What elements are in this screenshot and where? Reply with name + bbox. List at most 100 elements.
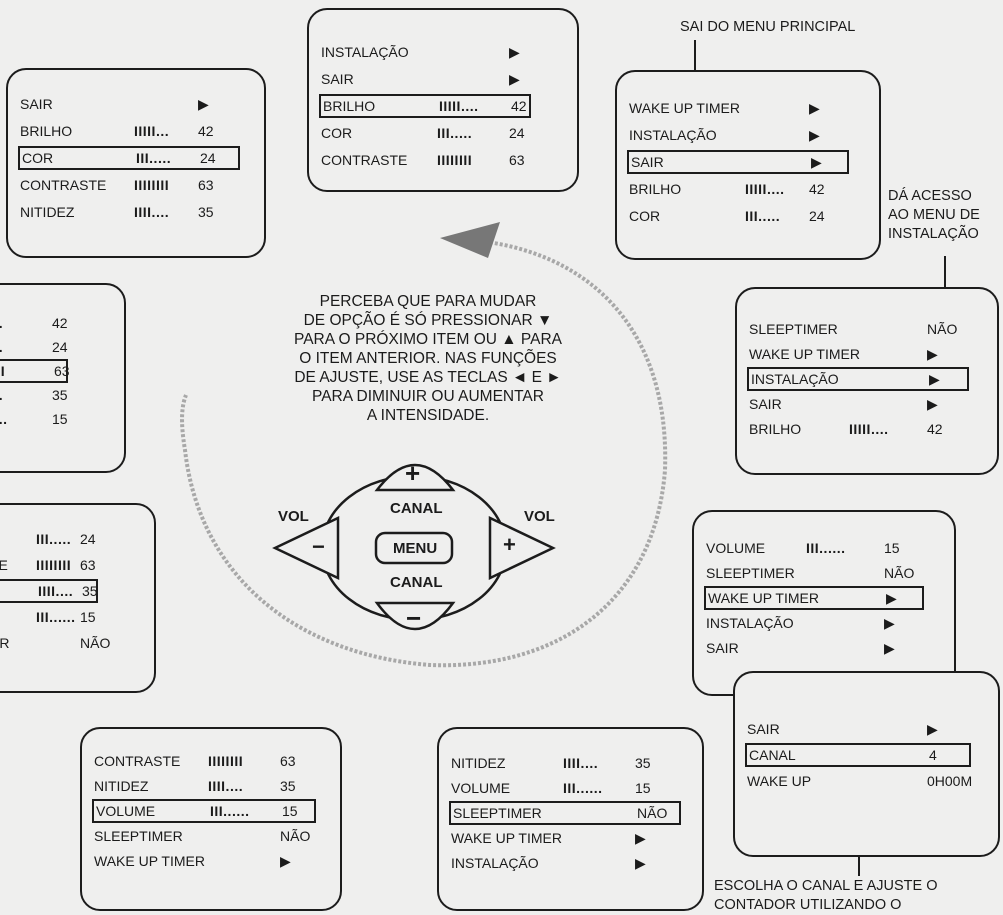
menu-item-selected[interactable]: SAIR▶: [627, 150, 849, 174]
menu-item-label: COR: [629, 208, 661, 224]
level-bar: III......: [36, 609, 76, 625]
menu-item[interactable]: III......15: [0, 605, 98, 629]
menu-item[interactable]: SLEEPTIMER NÃO: [704, 561, 924, 585]
menu-item-label: SAIR: [321, 71, 354, 87]
menu-item[interactable]: INSTALAÇÃO▶: [449, 851, 681, 875]
menu-item-value: ▶: [635, 830, 646, 846]
menu-item-label: SAIR: [747, 721, 780, 737]
menu-item-value: ▶: [809, 100, 820, 116]
menu-item[interactable]: SAIR▶: [747, 392, 969, 416]
menu-item[interactable]: SAIR▶: [704, 636, 924, 660]
level-bar: IIIII...: [0, 311, 3, 335]
menu-item-value: NÃO: [884, 565, 915, 581]
menu-item-label: INSTALAÇÃO: [629, 127, 717, 143]
level-bar: IIII....: [38, 583, 74, 599]
menu-item[interactable]: WAKE UP TIMER▶: [747, 342, 969, 366]
menu-item[interactable]: WAKE UP TIMER▶: [92, 849, 316, 873]
menu-item-value: 24: [80, 531, 96, 547]
right-note-line: DÁ ACESSO: [888, 188, 972, 204]
menu-item[interactable]: IIII....35: [0, 383, 68, 407]
level-bar: III.....: [36, 531, 72, 547]
level-bar: IIIIIIII: [0, 363, 6, 379]
menu-item[interactable]: WAKE UP TIMER▶: [449, 826, 681, 850]
menu-item[interactable]: SAIR▶: [319, 67, 531, 91]
menu-item[interactable]: WAKE UP TIMER ▶: [627, 96, 849, 120]
menu-item[interactable]: IIIII...42: [0, 311, 68, 335]
menu-item[interactable]: III...... 15: [0, 407, 68, 431]
vol-right-plus[interactable]: +: [503, 532, 516, 557]
menu-item-label: BRILHO: [323, 98, 376, 114]
vol-left-shape: [272, 516, 340, 580]
menu-item-label: WAKE UP TIMER: [629, 100, 740, 116]
menu-item-label: BRILHO: [749, 421, 802, 437]
menu-item-label: INSTALAÇÃO: [706, 615, 794, 631]
level-bar: III......: [806, 540, 846, 556]
menu-item-value: ▶: [811, 154, 822, 170]
menu-item[interactable]: III.....24: [0, 335, 68, 359]
menu-item-value: 63: [198, 177, 214, 193]
menu-item-value: 15: [52, 411, 68, 427]
menu-item[interactable]: III..... 24: [0, 527, 98, 551]
menu-item-label: WAKE UP TIMER: [749, 346, 860, 362]
menu-item[interactable]: SAIR▶: [18, 92, 240, 116]
menu-item-label: NITIDEZ: [94, 778, 149, 794]
menu-item-value: ▶: [809, 127, 820, 143]
instruction-line: O ITEM ANTERIOR. NAS FUNÇÕES: [299, 350, 557, 367]
menu-item-value: NÃO: [927, 321, 958, 337]
menu-item[interactable]: INSTALAÇÃO▶: [319, 40, 531, 64]
menu-item-value: 35: [635, 755, 651, 771]
canal-up-plus[interactable]: +: [405, 458, 421, 488]
level-bar: III......: [563, 780, 603, 796]
menu-item-value: 15: [282, 803, 298, 819]
menu-item-value: ▶: [509, 44, 520, 60]
menu-item-value: 35: [280, 778, 296, 794]
level-bar: III......: [0, 411, 8, 427]
menu-item[interactable]: SAIR▶: [745, 717, 971, 741]
cycle-arrowhead: [440, 222, 500, 258]
menu-item-selected[interactable]: INSTALAÇÃO▶: [747, 367, 969, 391]
menu-item-value: 63: [280, 753, 296, 769]
menu-item-label: TE: [0, 557, 8, 573]
vol-left-label: VOL: [278, 508, 309, 525]
right-note: DÁ ACESSO AO MENU DE INSTALAÇÃO: [888, 187, 980, 244]
menu-item[interactable]: INSTALAÇÃO▶: [704, 611, 924, 635]
canal-down-minus[interactable]: −: [406, 603, 422, 633]
menu-item-label: SLEEPTIMER: [94, 828, 183, 844]
menu-item-selected[interactable]: IIII....35: [0, 579, 98, 603]
menu-item-selected[interactable]: WAKE UP TIMER▶: [704, 586, 924, 610]
top-note-line: [694, 40, 696, 72]
vol-right-label: VOL: [524, 508, 555, 525]
menu-item-value: 4: [929, 747, 937, 763]
menu-item[interactable]: INSTALAÇÃO ▶: [627, 123, 849, 147]
menu-button[interactable]: MENU: [393, 540, 438, 557]
vol-left-minus[interactable]: −: [312, 534, 325, 559]
menu-item-label: BRILHO: [629, 181, 682, 197]
menu-item-label: SLEEPTIMER: [706, 565, 795, 581]
